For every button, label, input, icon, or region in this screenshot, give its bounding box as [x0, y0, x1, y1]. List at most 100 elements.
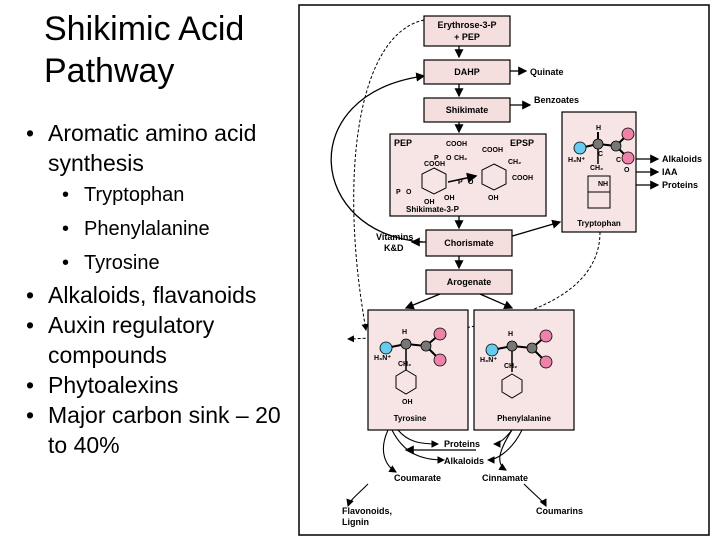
ch2-label: CH₂ — [454, 155, 467, 162]
ch2-label: CH₂ — [590, 165, 603, 172]
bullet-item: Alkaloids, flavanoids — [26, 280, 296, 310]
quinate-label: Quinate — [530, 67, 564, 77]
o-label: O — [468, 179, 474, 186]
vitamins-label: Vitamins — [376, 232, 413, 242]
flow-arrow — [404, 293, 441, 310]
carbon-atom — [420, 340, 432, 352]
benzoates-label: Benzoates — [534, 95, 579, 105]
epsp-label: EPSP — [510, 138, 534, 148]
o-label: O — [624, 167, 630, 174]
alkaloids-label: Alkaloids — [662, 154, 702, 164]
reaction-arrow — [447, 172, 478, 184]
coumarate-label: Coumarate — [394, 473, 441, 483]
oxygen-atom — [433, 327, 447, 341]
sub-bullet-item: Tyrosine — [26, 246, 296, 280]
phenylalanine-label: Phenylalanine — [497, 414, 551, 423]
flavonoids-label: Flavonoids, — [342, 506, 392, 516]
bullet-item: Auxin regulatory compounds — [26, 310, 296, 370]
proteins-label: Proteins — [444, 439, 480, 449]
carbon-atom — [400, 338, 412, 350]
pathway-diagram: Erythrose-3-P + PEP DAHP Shikimate Chori… — [298, 4, 710, 536]
alkaloids-label: Alkaloids — [444, 456, 484, 466]
flow-arrow — [346, 483, 369, 508]
nitrogen-atom — [573, 141, 587, 155]
regulation-arrow — [397, 429, 440, 448]
ch2-label: CH₂ — [398, 361, 411, 368]
nitrogen-atom — [485, 343, 499, 357]
oxygen-atom — [433, 353, 447, 367]
box-label: Chorismate — [444, 238, 494, 248]
chorismate-box: Chorismate — [425, 229, 513, 257]
regulation-arrow — [391, 429, 446, 464]
box-label: Arogenate — [447, 277, 492, 287]
tryptophan-panel: H C C O H₃N⁺ CH₂ NH Tryptophan — [561, 111, 637, 233]
benzene-ring — [501, 373, 523, 399]
tyrosine-panel: H H₃N⁺ CH₂ OH Tyrosine — [367, 309, 469, 431]
tryptophan-label: Tryptophan — [577, 219, 621, 228]
c-label: C — [598, 151, 603, 158]
tyrosine-label: Tyrosine — [394, 414, 427, 423]
p-label: P — [434, 155, 439, 162]
title-line: Pathway — [44, 52, 175, 90]
cooh-label: COOH — [446, 141, 467, 148]
slide-title: Shikimic Acid Pathway — [44, 8, 294, 92]
oh-label: OH — [444, 195, 455, 202]
coumarins-label: Coumarins — [536, 506, 583, 516]
shikimate-3p-label: Shikimate-3-P — [406, 205, 460, 214]
p-label: P — [458, 179, 463, 186]
epsp-ring — [481, 163, 507, 191]
bullet-item: Phytoalexins — [26, 370, 296, 400]
carbon-atom — [506, 340, 518, 352]
cooh-label: COOH — [482, 147, 503, 154]
flow-arrow — [498, 429, 513, 471]
iaa-label: IAA — [662, 167, 678, 177]
carbon-atom — [592, 138, 604, 150]
shikimate-ring — [421, 167, 447, 195]
pep-label: PEP — [394, 138, 412, 148]
h3n-label: H₃N⁺ — [480, 357, 497, 364]
phenylalanine-panel: H H₃N⁺ CH₂ Phenylalanine — [473, 309, 575, 431]
flow-arrow — [382, 429, 397, 473]
sub-bullet-item: Tryptophan — [26, 178, 296, 212]
h-label: H — [402, 329, 407, 336]
cooh-label: COOH — [424, 161, 445, 168]
nitrogen-atom — [379, 341, 393, 355]
phenol-ring — [395, 369, 417, 395]
title-line: Shikimic Acid — [44, 10, 245, 48]
feedback-arrow — [330, 72, 426, 243]
nh-label: NH — [598, 181, 608, 188]
feedback-arrow — [353, 19, 425, 331]
flow-arrow — [479, 293, 514, 310]
oxygen-atom — [621, 127, 635, 141]
oxygen-atom — [621, 151, 635, 165]
regulation-arrow — [486, 429, 523, 464]
arogenate-box: Arogenate — [425, 269, 513, 295]
carbon-atom — [526, 342, 538, 354]
bullet-list: Aromatic amino acid synthesis Tryptophan… — [26, 118, 296, 460]
oh-label: OH — [488, 195, 499, 202]
oh-label: OH — [402, 399, 413, 406]
box-label: Shikimate — [446, 105, 489, 115]
erythrose-box: Erythrose-3-P + PEP — [423, 15, 511, 47]
o-label: O — [446, 155, 452, 162]
oh-label: OH — [424, 199, 435, 206]
oxygen-atom — [539, 329, 553, 343]
ch2-label: CH₂ — [508, 159, 521, 166]
o-label: O — [406, 189, 412, 196]
oxygen-atom — [539, 355, 553, 369]
cooh-label: COOH — [512, 175, 533, 182]
bullet-item: Aromatic amino acid synthesis — [26, 118, 296, 178]
h-label: H — [596, 125, 601, 132]
epsp-panel: PEP EPSP COOH CH₂ P O COOH P O OH OH COO… — [389, 133, 547, 217]
vitamins-label: K&D — [384, 243, 404, 253]
shikimate-box: Shikimate — [423, 97, 511, 123]
h3n-label: H₃N⁺ — [568, 157, 585, 164]
flow-arrow — [523, 483, 547, 507]
sub-bullet-item: Phenylalanine — [26, 212, 296, 246]
indole-ring — [587, 191, 611, 209]
box-label: DAHP — [454, 67, 480, 77]
flavonoids-label: Lignin — [342, 517, 369, 527]
bullet-item: Major carbon sink – 20 to 40% — [26, 400, 296, 460]
ch2-label: CH₂ — [504, 363, 517, 370]
dahp-box: DAHP — [423, 59, 511, 85]
